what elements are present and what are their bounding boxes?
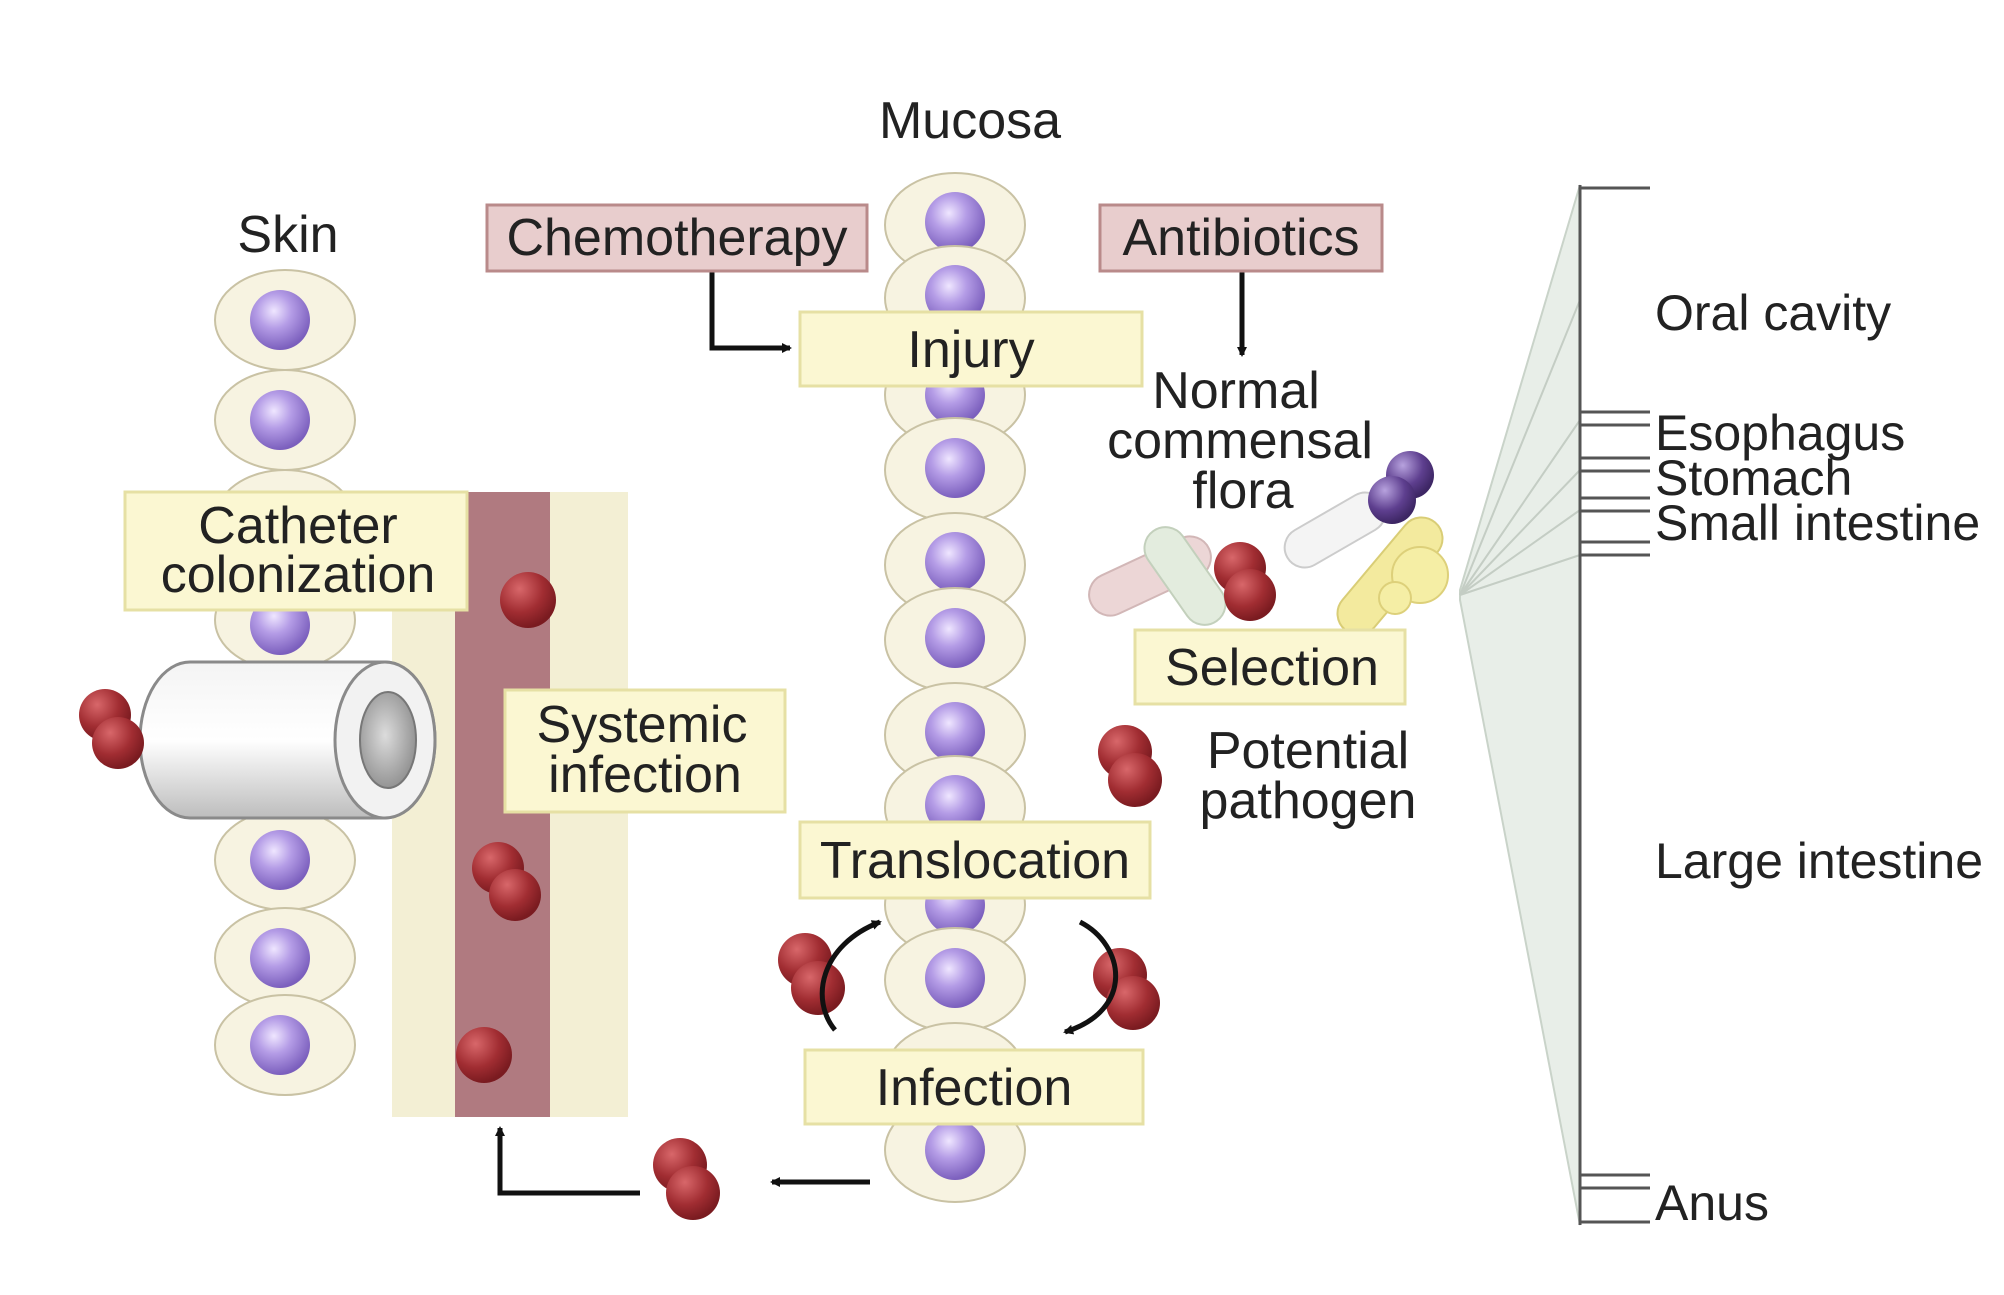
label-systemic: Systemic <box>537 696 748 754</box>
gut-panel-fan <box>1459 184 1581 1226</box>
label-mucosa: Mucosa <box>879 92 1061 150</box>
box-systemic-infection: Systemic infection <box>503 688 787 814</box>
gut-fan-lines <box>1459 299 1581 596</box>
label-injury: Injury <box>907 321 1034 379</box>
coccus-yellow <box>1378 581 1412 615</box>
pathogen-diplococcus <box>1098 725 1162 807</box>
label-antibiotics: Antibiotics <box>1123 209 1360 267</box>
pathogen-diplococcus <box>653 1138 720 1220</box>
box-selection: Selection <box>1133 628 1407 706</box>
bacillus-green <box>1143 526 1227 626</box>
label-translocation: Translocation <box>820 832 1130 890</box>
label-selection: Selection <box>1165 639 1379 697</box>
mucosa-cell <box>884 172 1026 278</box>
label-oral-cavity: Oral cavity <box>1655 285 1891 341</box>
label-stomach: Stomach <box>1655 450 1852 506</box>
box-translocation: Translocation <box>798 820 1152 900</box>
pathogens <box>79 572 1162 1220</box>
label-skin: Skin <box>237 206 338 264</box>
arrow-pathogen-to-blood <box>495 1126 640 1196</box>
coccus-purple <box>1368 476 1416 524</box>
pathogen-coccus <box>456 1027 512 1083</box>
pathogen-coccus <box>500 572 556 628</box>
label-catheter: Catheter <box>198 497 397 555</box>
gut-ruler <box>1578 185 1650 1225</box>
skin-cell <box>214 369 356 471</box>
label-normal: Normal <box>1152 362 1320 420</box>
label-pathogen: pathogen <box>1200 772 1417 830</box>
pathogen-diplococcus <box>1093 948 1160 1030</box>
box-antibiotics: Antibiotics <box>1098 203 1384 273</box>
label-anus: Anus <box>1655 1175 1769 1231</box>
box-catheter-colonization: Catheter colonization <box>123 490 469 612</box>
skin-cell <box>214 907 356 1009</box>
label-commensal: commensal <box>1107 412 1373 470</box>
label-potential-pathogen: Potential pathogen <box>1200 722 1417 830</box>
label-small-intestine: Small intestine <box>1655 495 1980 551</box>
coccus-red <box>1224 569 1276 621</box>
gut-panel: Oral cavity Esophagus Stomach Small inte… <box>1459 184 1983 1231</box>
label-colonization: colonization <box>161 546 436 604</box>
label-chemotherapy: Chemotherapy <box>506 209 847 267</box>
arrow-chemotherapy-to-injury <box>709 272 792 353</box>
mucosa-cell <box>884 417 1026 523</box>
label-large-intestine: Large intestine <box>1655 833 1983 889</box>
arrow-cycle-left-up <box>819 919 882 1032</box>
mucosa-cell <box>884 682 1026 788</box>
label-potential: Potential <box>1207 722 1409 780</box>
pathogen-diplococcus <box>778 933 845 1015</box>
pathogen-diplococcus <box>79 689 144 769</box>
label-infection-systemic: infection <box>548 746 742 804</box>
arrows <box>495 272 1247 1196</box>
box-infection: Infection <box>803 1048 1145 1126</box>
skin-cell <box>214 994 356 1096</box>
mucosa-cell <box>884 512 1026 618</box>
pathogen-diplococcus <box>472 842 541 921</box>
mucosa-cell <box>884 587 1026 693</box>
normal-flora-organisms <box>1088 451 1449 636</box>
catheter-lumen <box>359 691 417 789</box>
skin-cell <box>214 269 356 371</box>
label-infection: Infection <box>876 1059 1073 1117</box>
mucosa-cell <box>884 927 1026 1033</box>
arrow-cycle-right-down <box>1063 919 1119 1035</box>
catheter <box>138 660 437 820</box>
skin-cell <box>214 809 356 911</box>
label-esophagus: Esophagus <box>1655 405 1905 461</box>
label-normal-flora: Normal commensal flora <box>1107 362 1373 520</box>
label-flora: flora <box>1192 462 1293 520</box>
box-chemotherapy: Chemotherapy <box>485 203 869 273</box>
box-injury: Injury <box>798 310 1144 388</box>
